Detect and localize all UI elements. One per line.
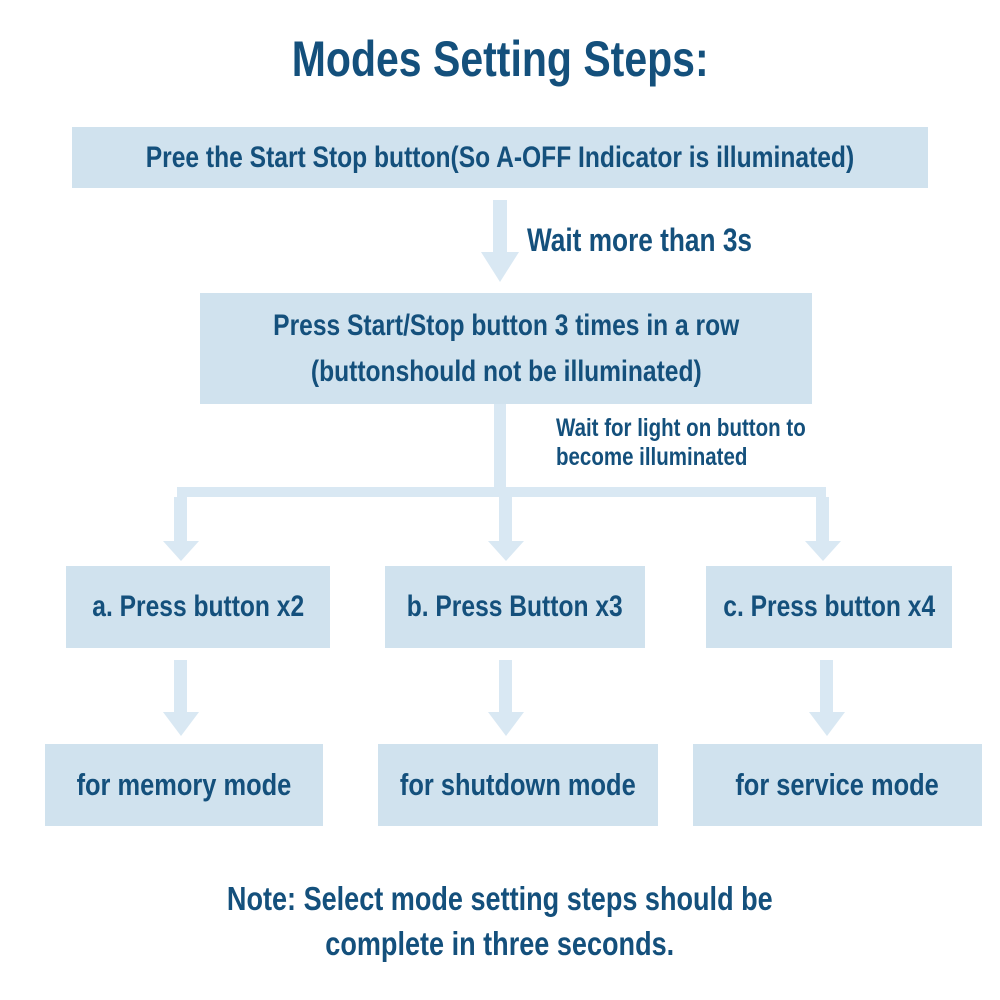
step2-line2: (buttonshould not be illuminated) bbox=[310, 354, 702, 388]
arrow-down-icon bbox=[499, 497, 512, 541]
note-line2: complete in three seconds. bbox=[325, 925, 675, 962]
step1-box: Pree the Start Stop button(So A-OFF Indi… bbox=[72, 127, 928, 188]
branch-c-result-box: for service mode bbox=[693, 744, 982, 826]
arrow-down-icon bbox=[820, 660, 833, 712]
wait1-text: Wait more than 3s bbox=[527, 222, 753, 258]
arrow-down-icon bbox=[805, 541, 841, 561]
branch-b-result-box: for shutdown mode bbox=[378, 744, 658, 826]
branch-b-action-box: b. Press Button x3 bbox=[385, 566, 645, 648]
step2-line1: Press Start/Stop button 3 times in a row bbox=[272, 308, 740, 342]
connector-line bbox=[494, 404, 506, 488]
arrow-down-icon bbox=[174, 660, 187, 712]
wait2-line1: Wait for light on button to bbox=[556, 414, 806, 442]
arrow-down-icon bbox=[499, 660, 512, 712]
arrow-down-icon bbox=[481, 252, 519, 282]
arrow-down-icon bbox=[809, 712, 845, 736]
note: Note: Select mode setting steps should b… bbox=[0, 876, 1000, 966]
branch-c-action-box: c. Press button x4 bbox=[706, 566, 952, 648]
arrow-down-icon bbox=[488, 712, 524, 736]
wait2-label: Wait for light on button to become illum… bbox=[556, 414, 861, 472]
wait2-line2: become illuminated bbox=[556, 443, 748, 471]
arrow-down-icon bbox=[493, 200, 507, 252]
step2-box: Press Start/Stop button 3 times in a row… bbox=[200, 293, 812, 404]
wait1-label: Wait more than 3s bbox=[527, 222, 801, 258]
arrow-down-icon bbox=[174, 497, 187, 541]
arrow-down-icon bbox=[816, 497, 829, 541]
note-line1: Note: Select mode setting steps should b… bbox=[227, 880, 773, 917]
branch-a-action-box: a. Press button x2 bbox=[66, 566, 330, 648]
page-title: Modes Setting Steps: bbox=[0, 30, 1000, 88]
arrow-down-icon bbox=[163, 541, 199, 561]
step1-text: Pree the Start Stop button(So A-OFF Indi… bbox=[145, 140, 855, 174]
arrow-down-icon bbox=[488, 541, 524, 561]
arrow-down-icon bbox=[163, 712, 199, 736]
branch-bar bbox=[177, 487, 826, 497]
page-title-text: Modes Setting Steps: bbox=[291, 31, 709, 87]
branch-a-result-box: for memory mode bbox=[45, 744, 323, 826]
